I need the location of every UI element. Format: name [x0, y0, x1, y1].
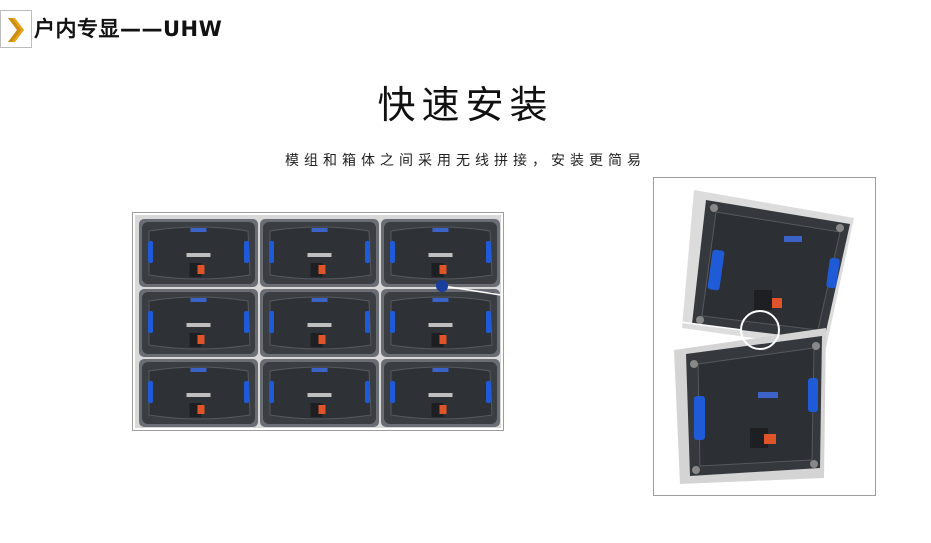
cabinet-tag: [307, 323, 332, 327]
cabinet-label: [190, 368, 207, 372]
cabinet-handle-left: [269, 241, 274, 263]
cabinet-label: [190, 298, 207, 302]
lower-cabinet: [674, 328, 826, 484]
cabinet-power-port: [439, 265, 447, 274]
cabinet-tag: [307, 393, 332, 397]
cabinet-panel: [269, 366, 372, 420]
cabinet-panel: [390, 296, 493, 350]
cabinet-tag: [186, 393, 211, 397]
cabinet-handle-right: [486, 381, 491, 403]
cabinet-handle-right: [365, 311, 370, 333]
led-cabinet-wall-image: [132, 212, 504, 431]
cabinet-panel: [148, 296, 251, 350]
cabinet-power-port: [318, 265, 326, 274]
cabinet-tag: [307, 253, 332, 257]
cabinet-panel: [269, 226, 372, 280]
cabinet-label: [432, 368, 449, 372]
cabinet-label: [432, 298, 449, 302]
cabinet-power-port: [439, 335, 447, 344]
cabinet-power-port: [197, 405, 205, 414]
cabinet-handle-right: [365, 241, 370, 263]
cabinet-handle-left: [390, 241, 395, 263]
cabinet-power-port: [197, 335, 205, 344]
cabinet-label: [311, 228, 328, 232]
cabinet-handle-right: [244, 241, 249, 263]
cabinet-label: [311, 298, 328, 302]
cabinet-handle-right: [486, 241, 491, 263]
cabinet-handle-left: [148, 241, 153, 263]
cabinet-handle-left: [148, 381, 153, 403]
cabinet-handle-left: [390, 381, 395, 403]
page-subtitle: 模组和箱体之间采用无线拼接，安装更简易: [285, 153, 646, 169]
marker-line: [442, 285, 502, 296]
header-title: 户内专显——UHW: [34, 17, 223, 41]
cabinet-tag: [186, 253, 211, 257]
chevron-right-icon: [8, 18, 24, 42]
cabinet-label: [190, 228, 207, 232]
cabinet-handle-right: [244, 311, 249, 333]
cabinet-handle-left: [269, 311, 274, 333]
cabinet-power-port: [439, 405, 447, 414]
cabinet-wall-svg: [135, 215, 502, 428]
cabinet-tag: [186, 323, 211, 327]
cabinet-handle-left: [269, 381, 274, 403]
cabinet-panel: [148, 226, 251, 280]
cabinet-handle-left: [148, 311, 153, 333]
cabinet-panel: [390, 366, 493, 420]
cabinet-panel: [148, 366, 251, 420]
cabinet-tag: [428, 323, 453, 327]
cabinet-label: [432, 228, 449, 232]
cabinet-handle-right: [365, 381, 370, 403]
cabinet-panel: [269, 296, 372, 350]
cabinet-label: [311, 368, 328, 372]
cabinet-handle-right: [486, 311, 491, 333]
cabinet-handle-right: [244, 381, 249, 403]
cabinet-panel: [390, 226, 493, 280]
cabinet-tag: [428, 253, 453, 257]
cabinet-tag: [428, 393, 453, 397]
page-title: 快速安装: [377, 83, 554, 127]
upper-cabinet: [682, 190, 854, 348]
cabinet-splicing-svg: [674, 190, 854, 484]
marker-dot: [436, 280, 448, 292]
cabinet-power-port: [318, 335, 326, 344]
logo: [0, 10, 32, 48]
cabinet-handle-left: [390, 311, 395, 333]
cabinet-splicing-detail-image: [653, 177, 876, 496]
cabinet-power-port: [197, 265, 205, 274]
cabinet-power-port: [318, 405, 326, 414]
